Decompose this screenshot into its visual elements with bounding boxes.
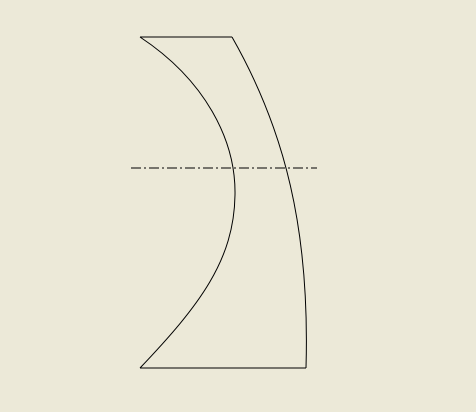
lens-left-surface	[139, 36, 236, 369]
lens-outline	[139, 36, 307, 369]
lens-right-surface	[231, 36, 307, 369]
